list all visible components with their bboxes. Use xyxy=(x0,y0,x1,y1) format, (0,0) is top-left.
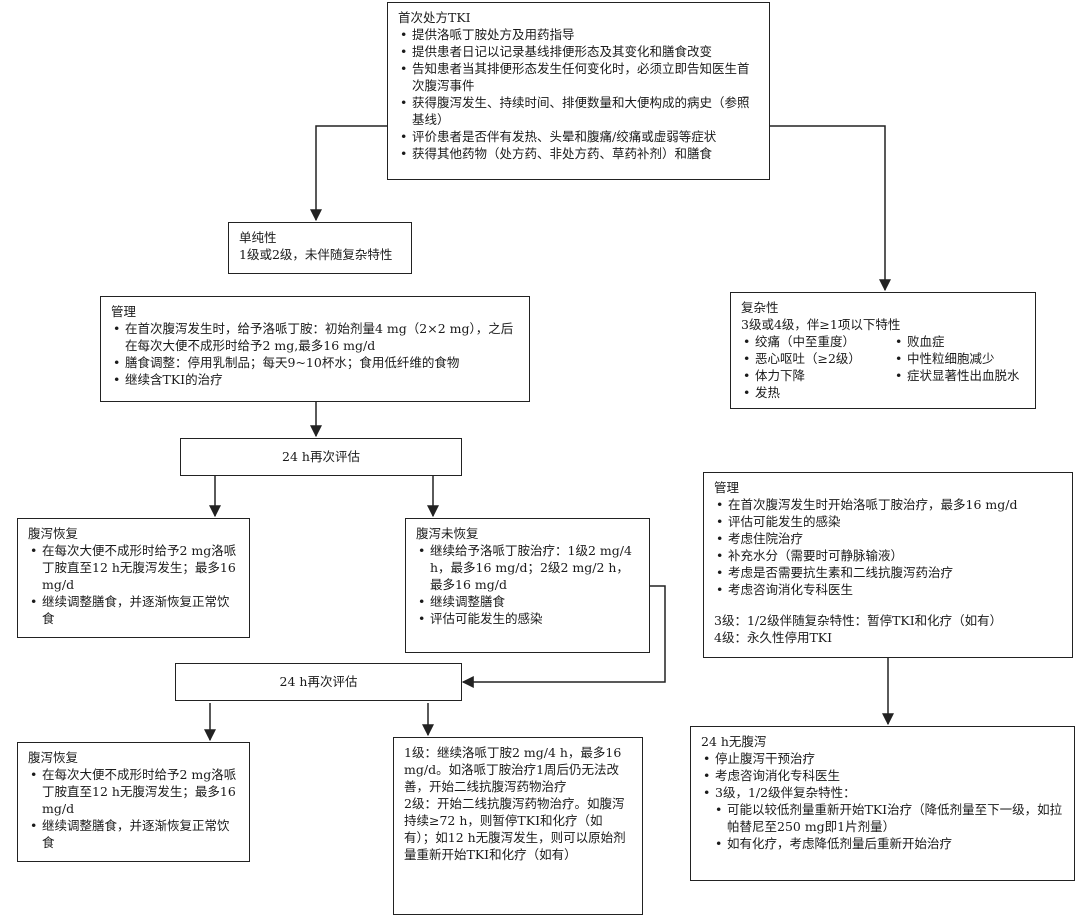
list-item: 在每次大便不成形时给予2 mg洛哌丁胺直至12 h无腹泻发生；最多16 mg/d xyxy=(28,542,239,593)
management-box-simple: 管理 在首次腹泻发生时，给予洛哌丁胺：初始剂量4 mg（2×2 mg），之后在每… xyxy=(100,296,530,402)
list-item: 败血症 xyxy=(893,333,1025,350)
list-item: 考虑咨询消化专科医生 xyxy=(701,767,1064,784)
simple-desc: 1级或2级，未伴随复杂特性 xyxy=(239,247,393,262)
list-item: 停止腹泻干预治疗 xyxy=(701,750,1064,767)
list-item: 补充水分（需要时可静脉输液） xyxy=(714,547,1062,564)
no-diarrhea-box: 24 h无腹泻 停止腹泻干预治疗 考虑咨询消化专科医生 3级，1/2级伴复杂特性… xyxy=(690,726,1075,881)
reassess-24h-box-1: 24 h再次评估 xyxy=(180,438,462,476)
first-prescription-title: 首次处方TKI xyxy=(398,10,471,25)
list-item: 评价患者是否伴有发热、头晕和腹痛/绞痛或虚弱等症状 xyxy=(398,128,759,145)
simple-title: 单纯性 xyxy=(239,230,277,245)
not-recovered-box: 腹泻未恢复 继续给予洛哌丁胺治疗：1级2 mg/4 h，最多16 mg/d；2级… xyxy=(405,518,650,653)
reassess-24h-box-2: 24 h再次评估 xyxy=(175,663,462,701)
list-item: 如有化疗，考虑降低剂量后重新开始治疗 xyxy=(713,835,1064,852)
list-item: 考虑住院治疗 xyxy=(714,530,1062,547)
list-item: 3级，1/2级伴复杂特性： xyxy=(701,784,1064,801)
list-item: 继续含TKI的治疗 xyxy=(111,371,519,388)
management-box-complex: 管理 在首次腹泻发生时开始洛哌丁胺治疗，最多16 mg/d 评估可能发生的感染 … xyxy=(703,472,1073,658)
reassess-label: 24 h再次评估 xyxy=(279,674,358,689)
grade4-text: 4级：永久性停用TKI xyxy=(714,630,833,645)
complex-box: 复杂性 3级或4级，伴≥1项以下特性 绞痛（中至重度） 败血症 恶心呕吐（≥2级… xyxy=(730,292,1036,409)
list-item: 恶心呕吐（≥2级） xyxy=(741,350,889,367)
list-item: 考虑是否需要抗生素和二线抗腹泻药治疗 xyxy=(714,564,1062,581)
list-item: 绞痛（中至重度） xyxy=(741,333,889,350)
not-recovered-title: 腹泻未恢复 xyxy=(416,526,479,541)
recovery-title: 腹泻恢复 xyxy=(28,526,79,541)
grade2-text: 2级：开始二线抗腹泻药物治疗。如腹泻持续≥72 h，则暂停TKI和化疗（如有）；… xyxy=(404,796,626,862)
list-item: 继续调整膳食 xyxy=(416,593,639,610)
list-item: 评估可能发生的感染 xyxy=(416,610,639,627)
list-item: 症状显著性出血脱水 xyxy=(893,367,1025,384)
reassess-label: 24 h再次评估 xyxy=(282,449,360,464)
management-title: 管理 xyxy=(111,304,137,319)
grade-treatment-box: 1级：继续洛哌丁胺2 mg/4 h，最多16 mg/d。如洛哌丁胺治疗1周后仍无… xyxy=(393,737,643,915)
list-item: 继续给予洛哌丁胺治疗：1级2 mg/4 h，最多16 mg/d；2级2 mg/2… xyxy=(416,542,639,593)
grade1-text: 1级：继续洛哌丁胺2 mg/4 h，最多16 mg/d。如洛哌丁胺治疗1周后仍无… xyxy=(404,745,622,794)
recovery-title: 腹泻恢复 xyxy=(28,750,79,765)
list-item: 获得其他药物（处方药、非处方药、草药补剂）和膳食 xyxy=(398,145,759,162)
list-item: 继续调整膳食，并逐渐恢复正常饮食 xyxy=(28,593,239,627)
list-item: 体力下降 xyxy=(741,367,889,384)
grade3-text: 3级：1/2级伴随复杂特性：暂停TKI和化疗（如有） xyxy=(714,613,1003,628)
management-title: 管理 xyxy=(714,480,740,495)
complex-desc: 3级或4级，伴≥1项以下特性 xyxy=(741,317,901,332)
list-item: 告知患者当其排便形态发生任何变化时，必须立即告知医生首次腹泻事件 xyxy=(398,60,759,94)
list-item: 提供患者日记以记录基线排便形态及其变化和膳食改变 xyxy=(398,43,759,60)
recovery-box-1: 腹泻恢复 在每次大便不成形时给予2 mg洛哌丁胺直至12 h无腹泻发生；最多16… xyxy=(17,518,250,638)
list-item: 提供洛哌丁胺处方及用药指导 xyxy=(398,26,759,43)
list-item: 在首次腹泻发生时，给予洛哌丁胺：初始剂量4 mg（2×2 mg），之后在每次大便… xyxy=(111,320,519,354)
list-item: 可能以较低剂量重新开始TKI治疗（降低剂量至下一级，如拉帕替尼至250 mg即1… xyxy=(713,801,1064,835)
simple-box: 单纯性 1级或2级，未伴随复杂特性 xyxy=(228,222,412,274)
list-item: 在首次腹泻发生时开始洛哌丁胺治疗，最多16 mg/d xyxy=(714,496,1062,513)
no-diarrhea-title: 24 h无腹泻 xyxy=(701,734,767,749)
list-item: 评估可能发生的感染 xyxy=(714,513,1062,530)
list-item: 在每次大便不成形时给予2 mg洛哌丁胺直至12 h无腹泻发生；最多16 mg/d xyxy=(28,766,239,817)
list-item: 膳食调整：停用乳制品；每天9~10杯水；食用低纤维的食物 xyxy=(111,354,519,371)
complex-title: 复杂性 xyxy=(741,300,779,315)
recovery-box-2: 腹泻恢复 在每次大便不成形时给予2 mg洛哌丁胺直至12 h无腹泻发生；最多16… xyxy=(17,742,250,862)
list-item: 继续调整膳食，并逐渐恢复正常饮食 xyxy=(28,817,239,851)
list-item: 中性粒细胞减少 xyxy=(893,350,1025,367)
list-item: 发热 xyxy=(741,384,889,401)
list-item: 获得腹泻发生、持续时间、排便数量和大便构成的病史（参照基线） xyxy=(398,94,759,128)
list-item: 考虑咨询消化专科医生 xyxy=(714,581,1062,598)
first-prescription-box: 首次处方TKI 提供洛哌丁胺处方及用药指导 提供患者日记以记录基线排便形态及其变… xyxy=(387,2,770,180)
